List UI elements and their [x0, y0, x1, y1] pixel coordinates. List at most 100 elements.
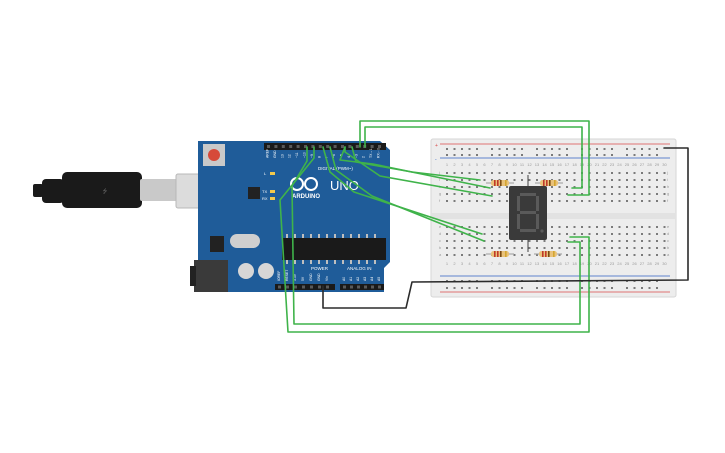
- terminal-hole[interactable]: [641, 254, 643, 256]
- terminal-hole[interactable]: [453, 240, 456, 242]
- terminal-hole[interactable]: [596, 179, 598, 181]
- terminal-hole[interactable]: [446, 193, 448, 195]
- terminal-hole[interactable]: [573, 172, 576, 174]
- terminal-hole[interactable]: [573, 186, 576, 188]
- terminal-hole[interactable]: [498, 186, 501, 188]
- terminal-hole[interactable]: [558, 240, 561, 242]
- terminal-hole[interactable]: [506, 186, 508, 188]
- terminal-hole[interactable]: [468, 193, 471, 195]
- rail-hole[interactable]: [633, 154, 636, 156]
- rail-hole[interactable]: [656, 287, 658, 289]
- rail-hole[interactable]: [521, 148, 523, 150]
- rail-hole[interactable]: [558, 148, 561, 150]
- terminal-hole[interactable]: [573, 254, 576, 256]
- terminal-hole[interactable]: [656, 172, 658, 174]
- terminal-hole[interactable]: [528, 240, 531, 242]
- terminal-hole[interactable]: [483, 200, 486, 202]
- terminal-hole[interactable]: [656, 186, 658, 188]
- rail-hole[interactable]: [581, 287, 583, 289]
- terminal-hole[interactable]: [581, 226, 583, 228]
- terminal-hole[interactable]: [468, 226, 471, 228]
- terminal-hole[interactable]: [626, 200, 628, 202]
- terminal-hole[interactable]: [551, 172, 553, 174]
- power-pin-hole[interactable]: [326, 285, 329, 289]
- wire-pin7-resistor[interactable]: [351, 146, 481, 181]
- terminal-hole[interactable]: [633, 193, 636, 195]
- terminal-hole[interactable]: [551, 193, 553, 195]
- rail-hole[interactable]: [641, 148, 643, 150]
- terminal-hole[interactable]: [453, 193, 456, 195]
- terminal-hole[interactable]: [468, 254, 471, 256]
- rail-hole[interactable]: [551, 154, 553, 156]
- analog-pin-hole[interactable]: [378, 285, 381, 289]
- rail-hole[interactable]: [513, 148, 516, 150]
- terminal-hole[interactable]: [476, 172, 478, 174]
- terminal-hole[interactable]: [618, 233, 621, 235]
- terminal-hole[interactable]: [551, 226, 553, 228]
- terminal-hole[interactable]: [551, 240, 553, 242]
- terminal-hole[interactable]: [596, 247, 598, 249]
- terminal-hole[interactable]: [543, 240, 546, 242]
- terminal-hole[interactable]: [483, 172, 486, 174]
- terminal-hole[interactable]: [626, 247, 628, 249]
- terminal-hole[interactable]: [446, 247, 448, 249]
- terminal-hole[interactable]: [506, 172, 508, 174]
- rail-hole[interactable]: [476, 154, 478, 156]
- terminal-hole[interactable]: [611, 172, 613, 174]
- terminal-hole[interactable]: [596, 254, 598, 256]
- terminal-hole[interactable]: [551, 233, 553, 235]
- wire-pin2-breadboard[interactable]: [344, 146, 493, 197]
- terminal-hole[interactable]: [656, 193, 658, 195]
- terminal-hole[interactable]: [611, 226, 613, 228]
- terminal-hole[interactable]: [618, 240, 621, 242]
- terminal-hole[interactable]: [528, 179, 531, 181]
- terminal-hole[interactable]: [641, 200, 643, 202]
- terminal-hole[interactable]: [461, 233, 463, 235]
- terminal-hole[interactable]: [566, 179, 568, 181]
- terminal-hole[interactable]: [461, 254, 463, 256]
- terminal-hole[interactable]: [566, 254, 568, 256]
- terminal-hole[interactable]: [626, 226, 628, 228]
- terminal-hole[interactable]: [551, 186, 553, 188]
- rail-hole[interactable]: [446, 154, 448, 156]
- digital-pin-hole[interactable]: [348, 145, 352, 148]
- resistor[interactable]: [534, 251, 562, 257]
- terminal-hole[interactable]: [543, 247, 546, 249]
- terminal-hole[interactable]: [551, 247, 553, 249]
- analog-pin-hole[interactable]: [350, 285, 353, 289]
- wire-gnd[interactable]: [322, 147, 689, 309]
- terminal-hole[interactable]: [603, 193, 606, 195]
- terminal-hole[interactable]: [648, 200, 651, 202]
- terminal-hole[interactable]: [663, 254, 666, 256]
- terminal-hole[interactable]: [596, 200, 598, 202]
- terminal-hole[interactable]: [581, 240, 583, 242]
- terminal-hole[interactable]: [596, 233, 598, 235]
- terminal-hole[interactable]: [611, 200, 613, 202]
- digital-pin-hole[interactable]: [311, 145, 315, 148]
- terminal-hole[interactable]: [461, 247, 463, 249]
- terminal-hole[interactable]: [558, 193, 561, 195]
- terminal-hole[interactable]: [528, 172, 531, 174]
- terminal-hole[interactable]: [596, 226, 598, 228]
- terminal-hole[interactable]: [558, 200, 561, 202]
- rail-hole[interactable]: [551, 287, 553, 289]
- terminal-hole[interactable]: [506, 226, 508, 228]
- terminal-hole[interactable]: [603, 247, 606, 249]
- digital-pin-hole[interactable]: [296, 145, 300, 148]
- terminal-hole[interactable]: [483, 226, 486, 228]
- terminal-hole[interactable]: [476, 200, 478, 202]
- terminal-hole[interactable]: [498, 233, 501, 235]
- terminal-hole[interactable]: [551, 200, 553, 202]
- terminal-hole[interactable]: [483, 233, 486, 235]
- analog-pin-hole[interactable]: [371, 285, 374, 289]
- rail-hole[interactable]: [656, 154, 658, 156]
- resistor[interactable]: [486, 251, 514, 257]
- terminal-hole[interactable]: [663, 186, 666, 188]
- terminal-hole[interactable]: [603, 233, 606, 235]
- rail-hole[interactable]: [498, 287, 501, 289]
- terminal-hole[interactable]: [656, 200, 658, 202]
- terminal-hole[interactable]: [453, 233, 456, 235]
- terminal-hole[interactable]: [476, 226, 478, 228]
- rail-hole[interactable]: [468, 154, 471, 156]
- terminal-hole[interactable]: [513, 172, 516, 174]
